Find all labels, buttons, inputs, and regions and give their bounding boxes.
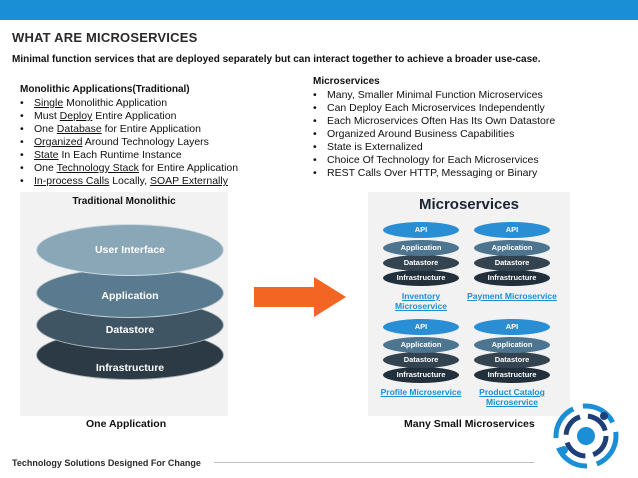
list-item: Each Microservices Often Has Its Own Dat… <box>313 115 555 128</box>
list-item: State is Externalized <box>313 141 555 154</box>
slide-title: WHAT ARE MICROSERVICES <box>12 30 198 45</box>
list-item: Must Deploy Entire Application <box>20 110 238 123</box>
microservices-diagram: Microservices Infrastructure Datastore A… <box>368 192 570 416</box>
microservices-list: Many, Smaller Minimal Function Microserv… <box>313 89 555 180</box>
slide-subtitle: Minimal function services that are deplo… <box>12 54 541 65</box>
monolithic-caption: One Application <box>86 418 167 430</box>
list-item: State In Each Runtime Instance <box>20 149 238 162</box>
profile-service-link[interactable]: Profile Microservice <box>380 387 462 397</box>
list-item: Can Deploy Each Microservices Independen… <box>313 102 555 115</box>
application-pill: Application <box>474 337 550 353</box>
list-item: Single Monolithic Application <box>20 97 238 110</box>
product-catalog-service-link[interactable]: Product Catalog Microservice <box>479 387 545 407</box>
infrastructure-pill: Infrastructure <box>383 270 459 286</box>
inventory-service-link[interactable]: Inventory Microservice <box>395 291 447 311</box>
api-pill: API <box>474 222 550 238</box>
microservices-diagram-title: Microservices <box>418 196 520 213</box>
monolithic-list: Single Monolithic Application Must Deplo… <box>20 97 238 188</box>
monolithic-diagram-title: Traditional Monolithic <box>72 196 176 207</box>
infrastructure-pill: Infrastructure <box>383 367 459 383</box>
top-accent-bar <box>0 0 638 20</box>
application-pill: Application <box>383 240 459 256</box>
datastore-pill: Datastore <box>474 352 550 368</box>
footer-tagline: Technology Solutions Designed For Change <box>12 458 201 468</box>
layer-label-datastore: Datastore <box>105 324 155 336</box>
right-arrow-icon <box>254 277 346 317</box>
datastore-pill: Datastore <box>383 255 459 271</box>
list-item: REST Calls Over HTTP, Messaging or Binar… <box>313 167 555 180</box>
infrastructure-pill: Infrastructure <box>474 270 550 286</box>
company-logo-icon <box>553 403 619 469</box>
api-pill: API <box>383 319 459 335</box>
payment-service-link[interactable]: Payment Microservice <box>467 291 557 301</box>
microservices-heading: Microservices <box>313 76 380 87</box>
application-layer <box>36 268 224 318</box>
datastore-pill: Datastore <box>474 255 550 271</box>
footer-divider <box>214 462 534 463</box>
monolithic-diagram: Traditional Monolithic User Interface Ap… <box>20 192 228 416</box>
list-item: One Technology Stack for Entire Applicat… <box>20 162 238 175</box>
infrastructure-pill: Infrastructure <box>474 367 550 383</box>
user-interface-layer <box>36 224 224 276</box>
application-pill: Application <box>383 337 459 353</box>
datastore-pill: Datastore <box>383 352 459 368</box>
list-item: In-process Calls Locally, SOAP Externall… <box>20 175 238 188</box>
list-item: Choice Of Technology for Each Microservi… <box>313 154 555 167</box>
api-pill: API <box>383 222 459 238</box>
layer-label-ui: User Interface <box>94 244 166 256</box>
list-item: One Database for Entire Application <box>20 123 238 136</box>
layer-label-infrastructure: Infrastructure <box>95 362 165 374</box>
layer-label-application: Application <box>101 290 159 302</box>
application-pill: Application <box>474 240 550 256</box>
api-pill: API <box>474 319 550 335</box>
monolithic-heading: Monolithic Applications(Traditional) <box>20 84 190 95</box>
list-item: Many, Smaller Minimal Function Microserv… <box>313 89 555 102</box>
list-item: Organized Around Business Capabilities <box>313 128 555 141</box>
microservices-caption: Many Small Microservices <box>404 418 535 430</box>
list-item: Organized Around Technology Layers <box>20 136 238 149</box>
